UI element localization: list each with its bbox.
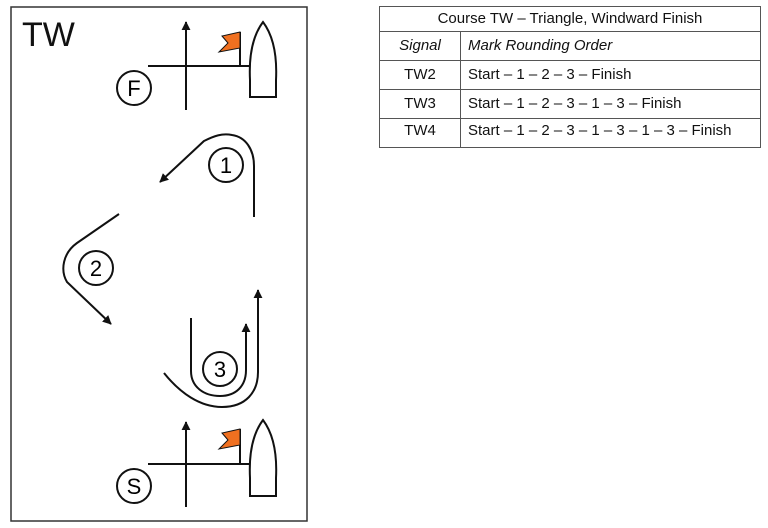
- finish-mark-circle: [116, 70, 152, 106]
- start-line-group: S: [116, 418, 278, 507]
- row-signal: TW4: [379, 118, 461, 148]
- mark-2-group: 2: [62, 213, 120, 325]
- mark-1-label: 1: [220, 153, 232, 178]
- mark-3-inner-path: [190, 318, 251, 398]
- row-signal: TW2: [379, 60, 461, 90]
- finish-mark-label: F: [127, 76, 140, 101]
- course-label: TW: [22, 16, 75, 54]
- mark-1-circle: [208, 147, 244, 183]
- diagram-frame: [10, 6, 308, 522]
- header-order: Mark Rounding Order: [460, 31, 761, 61]
- table-row: TW3 Start – 1 – 2 – 3 – 1 – 3 – Finish: [379, 89, 761, 119]
- mark-1-rounding-path: [159, 133, 255, 217]
- table-title: Course TW – Triangle, Windward Finish: [379, 6, 761, 32]
- mark-3-circle: [202, 351, 238, 387]
- row-order: Start – 1 – 2 – 3 – 1 – 3 – Finish: [460, 89, 761, 119]
- finish-committee-boat: [248, 20, 278, 98]
- start-mark-circle: [116, 468, 152, 504]
- row-order: Start – 1 – 2 – 3 – 1 – 3 – 1 – 3 – Fini…: [460, 118, 761, 148]
- mark-2-rounding-path: [62, 213, 120, 325]
- mark-3-group: 3: [163, 289, 263, 409]
- table-row: TW4 Start – 1 – 2 – 3 – 1 – 3 – 1 – 3 – …: [379, 118, 761, 148]
- mark-3-label: 3: [214, 357, 226, 382]
- start-mark-label: S: [127, 474, 142, 499]
- mark-1-group: 1: [159, 133, 255, 217]
- table-row: TW2 Start – 1 – 2 – 3 – Finish: [379, 60, 761, 90]
- course-table: Course TW – Triangle, Windward Finish Si…: [379, 6, 761, 148]
- finish-line-group: F: [116, 20, 278, 110]
- start-committee-boat: [248, 418, 278, 497]
- finish-flag-icon: [217, 31, 241, 53]
- table-title-row: Course TW – Triangle, Windward Finish: [379, 6, 761, 32]
- start-flag-icon: [217, 428, 241, 450]
- row-signal: TW3: [379, 89, 461, 119]
- mark-2-circle: [78, 250, 114, 286]
- mark-3-outer-path: [163, 289, 263, 409]
- mark-2-label: 2: [90, 256, 102, 281]
- table-header-row: Signal Mark Rounding Order: [379, 31, 761, 61]
- row-order: Start – 1 – 2 – 3 – Finish: [460, 60, 761, 90]
- header-signal: Signal: [379, 31, 461, 61]
